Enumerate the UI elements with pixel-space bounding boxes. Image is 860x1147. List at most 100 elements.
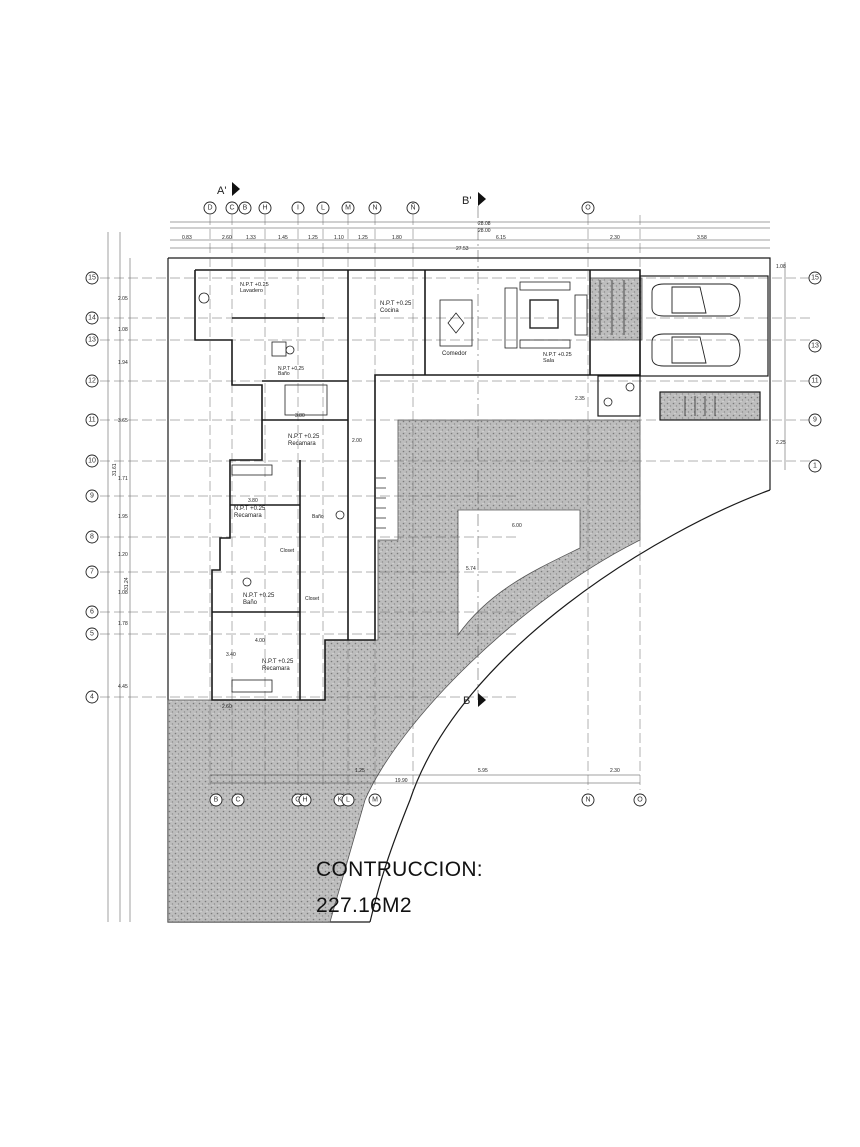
room-level: N.P.T +0.25 (262, 659, 294, 665)
construction-area: 227.16M2 (316, 894, 412, 917)
svg-text:1.95: 1.95 (118, 514, 128, 520)
svg-text:B': B' (462, 195, 471, 207)
room-labels: N.P.T +0.25 Lavadero N.P.T +0.25 Cocina … (234, 282, 572, 672)
axis-bubble-top: H (258, 201, 272, 215)
svg-text:1.45: 1.45 (278, 235, 288, 241)
axis-bubble-top: O (581, 201, 595, 215)
svg-text:2.05: 2.05 (118, 296, 128, 302)
svg-text:1.25: 1.25 (308, 235, 318, 241)
svg-text:5.74: 5.74 (466, 566, 476, 572)
axis-bubble-top: Ñ (406, 201, 420, 215)
axis-bubble-left: 9 (85, 489, 99, 503)
svg-text:D: D (207, 205, 212, 212)
svg-text:27.53: 27.53 (456, 246, 469, 252)
room-level: N.P.T +0.25 (278, 366, 304, 372)
svg-text:2.35: 2.35 (575, 396, 585, 402)
svg-text:2.00: 2.00 (352, 438, 362, 444)
svg-text:1.25: 1.25 (358, 235, 368, 241)
svg-text:1.08: 1.08 (118, 590, 128, 596)
axis-bubble-bottom: M (368, 793, 382, 807)
axis-bubble-top: D (203, 201, 217, 215)
room-level: N.P.T +0.25 (234, 506, 266, 512)
axis-bubble-left: 10 (85, 454, 99, 468)
svg-text:B: B (463, 695, 470, 707)
svg-text:M: M (372, 797, 378, 804)
svg-text:1.78: 1.78 (118, 621, 128, 627)
svg-text:2.60: 2.60 (222, 235, 232, 241)
svg-text:3.80: 3.80 (248, 498, 258, 504)
patio-gravel (589, 277, 643, 341)
axis-bubble-left: 13 (85, 333, 99, 347)
svg-text:2.60: 2.60 (222, 704, 232, 710)
section-marker-b-top: B' (462, 192, 486, 700)
svg-text:M: M (345, 205, 351, 212)
svg-text:13: 13 (88, 337, 96, 344)
section-marker-a: A' (217, 182, 240, 197)
svg-text:B: B (214, 797, 219, 804)
axis-bubble-top: C (225, 201, 239, 215)
main-garden (167, 419, 641, 923)
room-level: N.P.T +0.25 (243, 593, 275, 599)
axis-bubble-left: 5 (85, 627, 99, 641)
svg-text:O: O (637, 797, 643, 804)
svg-text:8: 8 (90, 534, 94, 541)
bathroom-fixtures (198, 292, 635, 587)
car-icon (651, 333, 741, 367)
svg-text:28.08: 28.08 (478, 221, 491, 227)
room-level: N.P.T +0.25 (288, 434, 320, 440)
axis-bubble-bottom: L (341, 793, 355, 807)
svg-text:6.00: 6.00 (512, 523, 522, 529)
room-name: Baño (278, 371, 290, 377)
room-name: Baño (243, 600, 258, 606)
svg-text:H: H (262, 205, 267, 212)
svg-text:1.20: 1.20 (118, 552, 128, 558)
axis-bubble-top: N (368, 201, 382, 215)
axis-bubble-right: 9 (808, 413, 822, 427)
svg-text:B: B (243, 205, 248, 212)
axis-bubble-bottom: N (581, 793, 595, 807)
svg-text:4.00: 4.00 (255, 638, 265, 644)
construction-label: CONTRUCCION: (316, 858, 483, 881)
room-name: Baño (312, 514, 324, 520)
svg-text:N: N (585, 797, 590, 804)
svg-text:1.71: 1.71 (118, 476, 128, 482)
svg-text:31.24: 31.24 (124, 577, 130, 590)
room-name: Recamara (288, 441, 316, 447)
svg-text:7: 7 (90, 569, 94, 576)
svg-text:28.00: 28.00 (478, 228, 491, 234)
svg-text:6.15: 6.15 (496, 235, 506, 241)
axis-bubble-right: 15 (808, 271, 822, 285)
gravel-areas (167, 277, 643, 923)
room-level: N.P.T +0.25 (240, 282, 269, 288)
axis-bubble-left: 7 (85, 565, 99, 579)
svg-text:2.30: 2.30 (610, 235, 620, 241)
svg-text:5: 5 (90, 631, 94, 638)
svg-text:1.10: 1.10 (334, 235, 344, 241)
room-name: Closet (305, 596, 320, 602)
courtyard-cutout (457, 509, 581, 637)
svg-text:15: 15 (88, 275, 96, 282)
svg-text:9: 9 (813, 417, 817, 424)
svg-text:1.33: 1.33 (246, 235, 256, 241)
axis-bubble-left: 14 (85, 311, 99, 325)
axis-bubble-right: 11 (808, 374, 822, 388)
axis-bubble-left: 11 (85, 413, 99, 427)
svg-text:4.45: 4.45 (118, 684, 128, 690)
svg-text:14: 14 (88, 315, 96, 322)
axis-bubble-left: 4 (85, 690, 99, 704)
svg-text:1.25: 1.25 (355, 768, 365, 774)
svg-text:11: 11 (88, 417, 95, 424)
svg-text:C: C (229, 205, 234, 212)
svg-text:3.80: 3.80 (295, 413, 305, 419)
svg-text:I: I (297, 205, 299, 212)
axis-bubble-left: 15 (85, 271, 99, 285)
axis-bubble-top: I (291, 201, 305, 215)
axis-bubble-bottom: H (298, 793, 312, 807)
room-name: Closet (280, 548, 295, 554)
room-name: Recamara (234, 513, 262, 519)
sofa-icon (504, 281, 588, 349)
svg-text:3.65: 3.65 (118, 418, 128, 424)
svg-text:0.83: 0.83 (182, 235, 192, 241)
